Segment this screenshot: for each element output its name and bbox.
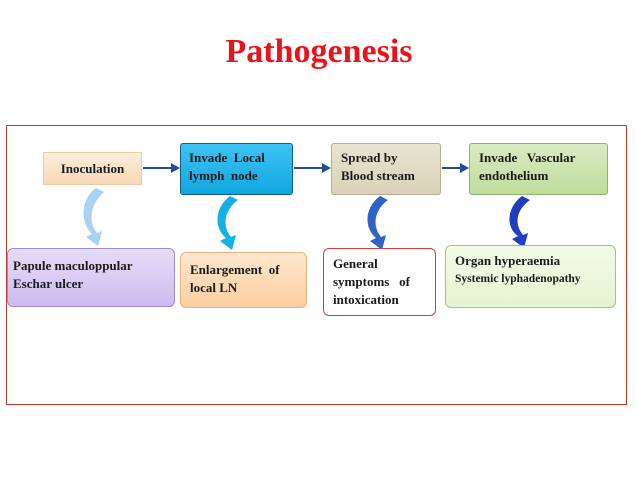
lymph-line-1: Invade Local [189,150,265,165]
general-line-2: symptoms of [333,274,410,289]
vascular-line-1: Invade Vascular [479,150,576,165]
diagram-frame [6,125,627,405]
general-symptoms-box: General symptoms of intoxication [323,248,436,316]
blood-line-1: Spread by [341,150,398,165]
organ-line-1: Organ hyperaemia [455,253,561,268]
vascular-line-2: endothelium [479,168,549,183]
spread-blood-stream-box: Spread by Blood stream [331,143,441,195]
organ-hyperaemia-box: Organ hyperaemia Systemic lyphadenopathy [445,245,616,308]
enlargement-line-2: local LN [190,280,238,295]
blood-line-2: Blood stream [341,168,415,183]
inoculation-label: Inoculation [60,160,125,176]
general-line-1: General [333,256,378,271]
general-line-3: intoxication [333,292,399,307]
invade-vascular-endothelium-box: Invade Vascular endothelium [469,143,608,195]
page-title: Pathogenesis [225,33,413,70]
enlargement-line-1: Enlargement of [190,262,280,277]
papule-eschar-box: Papule maculoppular Eschar ulcer [7,248,175,307]
lymph-line-2: lymph node [189,168,258,183]
papule-line-2: Eschar ulcer [13,276,84,291]
inoculation-box: Inoculation [43,152,142,185]
papule-line-1: Papule maculoppular [13,258,133,273]
enlargement-ln-box: Enlargement of local LN [180,252,307,308]
invade-lymph-node-box: Invade Local lymph node [180,143,293,195]
organ-line-2: Systemic lyphadenopathy [455,273,581,285]
